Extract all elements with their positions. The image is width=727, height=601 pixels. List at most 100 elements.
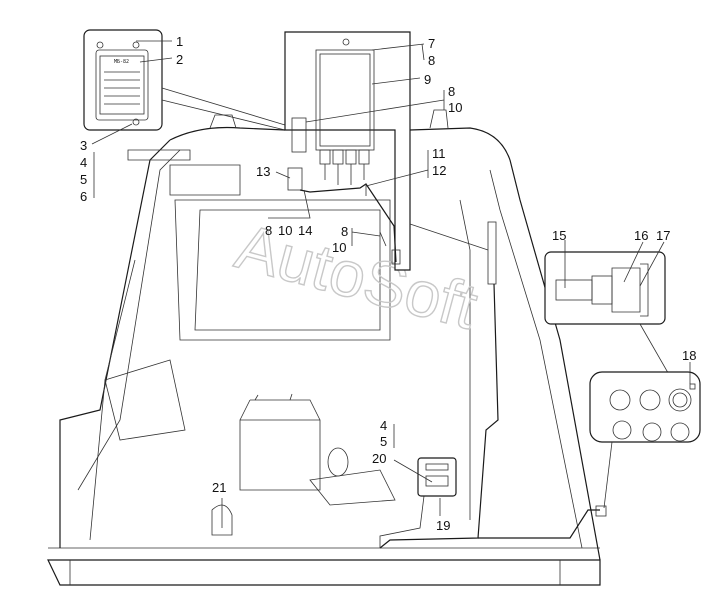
floor-pedal (211, 504, 233, 536)
callout-8-top: 8 (428, 53, 435, 68)
leader-3 (91, 123, 133, 145)
leader-17 (639, 241, 665, 287)
callout-8-left: 8 (265, 223, 272, 238)
rear-window-inner (194, 209, 381, 331)
leader-7-8-bracket (421, 43, 425, 61)
relay-plug-3 (345, 149, 357, 165)
leader-16 (623, 241, 644, 283)
inset-socket-box (417, 457, 457, 497)
callout-17: 17 (656, 228, 670, 243)
socket-1 (609, 389, 631, 411)
socket-4 (642, 422, 662, 442)
cab-right-inner (489, 169, 583, 549)
socket-box-frame (417, 457, 457, 497)
relay-block-inner (319, 53, 371, 147)
inset-module-leaders (161, 87, 286, 131)
callout-16: 16 (634, 228, 648, 243)
seat-top (239, 399, 321, 421)
callout-leaders (91, 40, 691, 528)
cab-right-pillar (509, 159, 601, 561)
callout-18: 18 (682, 348, 696, 363)
module-text-lines (104, 71, 140, 105)
cab-left-door-edge (89, 259, 136, 541)
callout-10-lower: 10 (332, 240, 346, 255)
connector-flange (640, 263, 649, 317)
socket-17-18-inner (672, 392, 688, 408)
callout-10-mid: 10 (448, 100, 462, 115)
inset-relay-panel (284, 31, 489, 271)
fuse-holder (291, 117, 307, 153)
callout-3: 3 (80, 138, 87, 153)
callout-21: 21 (212, 480, 226, 495)
callout-2: 2 (176, 52, 183, 67)
floor-posts (69, 560, 561, 585)
module-terminal-right (132, 41, 140, 49)
inset-connector-frame (544, 251, 666, 325)
relay-block (315, 49, 375, 151)
panel-mount (342, 38, 350, 46)
socket-17-18 (668, 388, 692, 412)
socket-box-top (425, 463, 449, 471)
module-label-plate (99, 55, 145, 115)
callout-4: 4 (80, 155, 87, 170)
leader-2 (139, 57, 173, 63)
leader-8-10-14 (268, 189, 311, 219)
roof-rail (127, 149, 191, 161)
pillar-conduit (487, 221, 497, 285)
left-control-panel (104, 359, 186, 441)
socket-box-port (425, 475, 449, 487)
leader-8-10-lower (351, 228, 381, 246)
callout-5-lower: 5 (380, 434, 387, 449)
leader-13 (275, 171, 291, 179)
cab-left-pillar (59, 139, 171, 548)
inset-connector (544, 251, 676, 386)
callout-5: 5 (80, 172, 87, 187)
cab-floor (47, 559, 601, 586)
callout-9: 9 (424, 72, 431, 87)
socket-2 (639, 389, 661, 411)
callout-13: 13 (256, 164, 270, 179)
callout-8-lower: 8 (341, 224, 348, 239)
relay-wires (324, 164, 365, 185)
rear-window (174, 199, 391, 341)
leader-8-10 (305, 90, 445, 123)
leader-4-5-20 (393, 424, 433, 483)
leader-7 (371, 43, 425, 51)
pillar-harness (379, 221, 607, 549)
cable-run-main (379, 283, 499, 549)
cab-body (47, 109, 601, 586)
seat-levers (254, 393, 293, 401)
callout-6: 6 (80, 189, 87, 204)
cab-roof-left (169, 126, 286, 141)
callout-8-mid: 8 (448, 84, 455, 99)
inset-socket-leader (603, 441, 613, 509)
inset-socket-panel (589, 371, 701, 509)
cable-run-right (478, 509, 600, 539)
callout-14: 14 (298, 223, 312, 238)
panel-leader (409, 223, 489, 251)
callout-20: 20 (372, 451, 386, 466)
panel-indicator (689, 383, 696, 390)
callout-4-lower: 4 (380, 418, 387, 433)
module-model-label: МБ-82 (114, 59, 129, 65)
socket-5 (670, 422, 690, 442)
callout-labels: 1 2 3 4 5 6 7 8 9 8 10 11 12 13 8 10 14 … (80, 34, 696, 533)
seat-base (239, 419, 321, 491)
callout-10-left: 10 (278, 223, 292, 238)
roof-hatch-right (429, 109, 449, 129)
callout-19: 19 (436, 518, 450, 533)
callout-15: 15 (552, 228, 566, 243)
callout-11: 11 (432, 146, 446, 161)
callout-7: 7 (428, 36, 435, 51)
harness-branches (365, 184, 387, 247)
inset-module: МБ-82 (83, 29, 286, 131)
cable-end-plug (595, 505, 607, 517)
cab-roof-right (409, 127, 511, 161)
relay-plug-1 (319, 149, 331, 165)
inset-socket-frame (589, 371, 701, 443)
connector-13 (287, 167, 303, 191)
module-terminal-left (96, 41, 104, 49)
relay-plug-4 (358, 149, 370, 165)
